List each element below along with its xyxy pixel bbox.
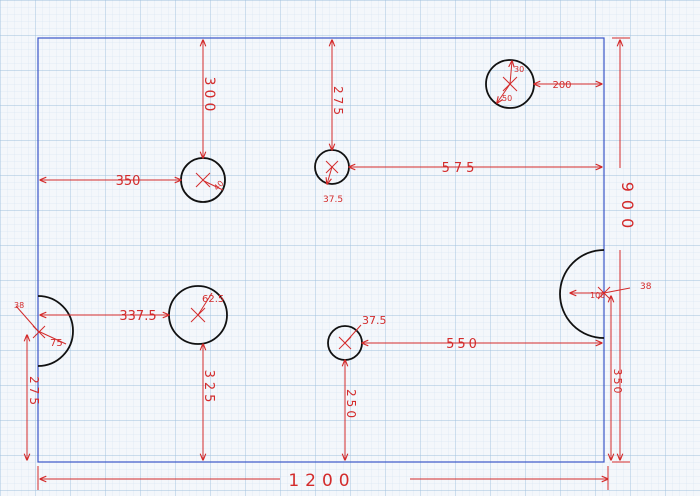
leader-r625 xyxy=(197,292,213,316)
dim-275-label: 275 xyxy=(331,86,345,118)
leader-r375a xyxy=(327,166,333,184)
hole-38-left-label: 38 xyxy=(14,301,24,310)
leader-r75 xyxy=(37,330,67,345)
radius-625-label: 62.5 xyxy=(202,294,224,305)
dim-325-label: 325 xyxy=(201,370,216,407)
leader-h38l xyxy=(15,305,39,332)
radius-30-label: 30 xyxy=(514,65,524,74)
dim-3375-label: 337.5 xyxy=(119,309,156,324)
dim-250-label: 250 xyxy=(344,389,358,421)
hole-38-right-label: 38 xyxy=(640,282,652,292)
dim-575-label: 575 xyxy=(442,161,479,176)
leader-r30 xyxy=(510,61,512,85)
radius-75-label: 75 xyxy=(50,338,63,349)
leader-r50 xyxy=(497,83,511,103)
dim-height-label: 900 xyxy=(618,182,637,237)
radius-375b-label: 37.5 xyxy=(362,314,387,327)
dim-275b-label: 275 xyxy=(27,376,41,408)
dim-line-width xyxy=(37,466,608,490)
leader-r40 xyxy=(203,180,224,191)
dim-line-height xyxy=(612,37,630,463)
dim-350-label: 350 xyxy=(116,174,141,189)
dim-550-label: 550 xyxy=(446,337,480,352)
dim-300-label: 300 xyxy=(201,77,217,116)
dim-350r-label: 350 xyxy=(611,369,624,396)
radius-50-label: 50 xyxy=(502,94,512,103)
radius-100-label: 100 xyxy=(590,291,605,300)
radius-375a-label: 37.5 xyxy=(323,195,343,205)
leader-r375b xyxy=(344,324,362,344)
dim-width-label: 1200 xyxy=(288,471,355,491)
leader-h38r xyxy=(603,287,631,294)
dim-200-label: 200 xyxy=(552,80,571,91)
